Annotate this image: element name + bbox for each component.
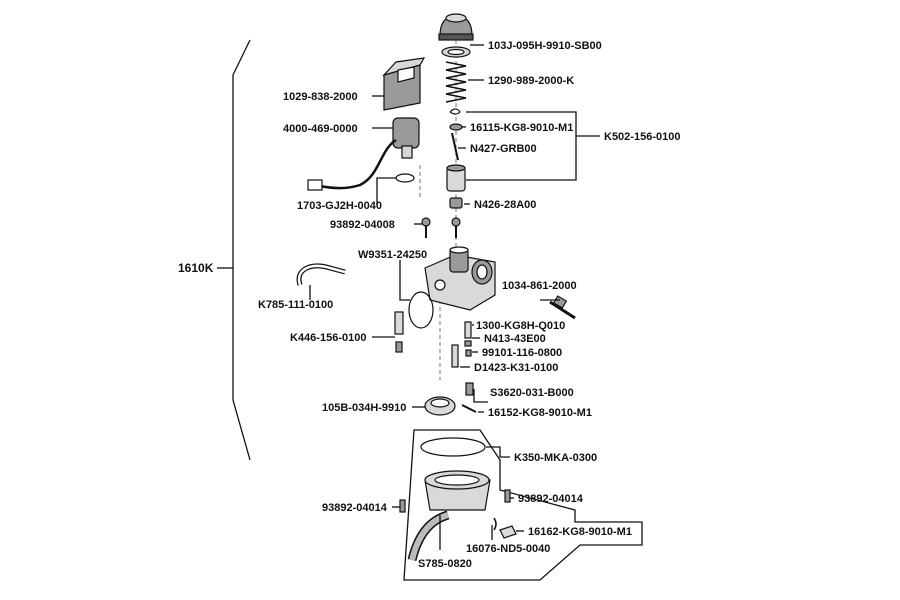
label-idle-screw: 1034-861-2000 xyxy=(502,280,577,292)
label-needle-jet: 1300-KG8H-Q010 xyxy=(476,320,565,332)
label-o-ring: 1703-GJ2H-0040 xyxy=(297,200,382,212)
label-main-jet: 99101-116-0800 xyxy=(482,347,562,359)
label-float-pin: 16152-KG8-9010-M1 xyxy=(488,407,592,419)
float-part xyxy=(424,396,456,416)
label-screw-right: 93892-04014 xyxy=(518,493,584,505)
washer-part xyxy=(449,123,463,131)
label-slide-nut: N426-28A00 xyxy=(474,199,536,211)
assembly-label: 1610K xyxy=(178,261,214,275)
jet-needle-part xyxy=(451,132,459,161)
label-drain-screw: 16162-KG8-9010-M1 xyxy=(528,526,632,538)
clip-part xyxy=(449,108,461,115)
label-screw-left: 93892-04014 xyxy=(322,502,388,514)
label-auto-choke: 4000-469-0000 xyxy=(283,123,358,135)
label-drain-clip: 16076-ND5-0040 xyxy=(466,543,550,555)
label-mixture-kit: K446-156-0100 xyxy=(290,332,366,344)
label-needle-kit: K502-156-0100 xyxy=(604,131,680,143)
float-pin-part xyxy=(461,404,477,413)
throttle-slide-part xyxy=(446,164,466,192)
choke-cover-part xyxy=(382,57,426,111)
float-bowl-group-outline xyxy=(403,429,643,581)
mixture-screw-part xyxy=(394,311,404,353)
jets-part xyxy=(451,321,472,368)
drain-clip-part xyxy=(493,517,497,531)
slide-nut-part xyxy=(449,197,463,209)
label-drain-tube: S785-0820 xyxy=(418,558,472,570)
idle-screw-part xyxy=(549,295,576,320)
label-jet-needle: N427-GRB00 xyxy=(470,143,537,155)
label-clip: 16115-KG8-9010-M1 xyxy=(470,122,573,134)
drain-screw-part xyxy=(499,525,517,539)
assembly-bracket xyxy=(217,39,251,461)
alignment-guides xyxy=(419,40,457,380)
label-main-jet-holder: N413-43E00 xyxy=(484,333,546,345)
label-top-cap: 103J-095H-9910-SB00 xyxy=(488,40,602,52)
label-choke-cover: 1029-838-2000 xyxy=(283,91,358,103)
label-spring: 1290-989-2000-K xyxy=(488,75,574,87)
float-pin-screw-part xyxy=(465,382,474,396)
bowl-gasket-part xyxy=(420,437,486,457)
label-screw-top: 93892-04008 xyxy=(330,219,395,231)
label-float-pin-screw: S3620-031-B000 xyxy=(490,387,574,399)
top-cap-part xyxy=(438,13,474,58)
label-gasket-bowl: K350-MKA-0300 xyxy=(514,452,597,464)
auto-choke-part xyxy=(307,117,420,191)
label-hose: K785-111-0100 xyxy=(258,299,333,311)
label-gasket-body: W9351-24250 xyxy=(358,249,427,261)
label-float: 105B-034H-9910 xyxy=(322,402,406,414)
bowl-screw-right-part xyxy=(504,489,511,503)
mount-screws-part xyxy=(421,217,461,238)
label-slow-jet: D1423-K31-0100 xyxy=(474,362,558,374)
needle-kit-bracket xyxy=(466,111,577,181)
body-gasket-part xyxy=(408,291,434,329)
leader-lines xyxy=(309,44,560,550)
float-bowl-part xyxy=(424,470,491,511)
carburetor-body-part xyxy=(424,246,496,311)
bowl-screw-left-part xyxy=(399,499,406,513)
o-ring-part xyxy=(395,173,415,183)
spring-part xyxy=(445,61,467,103)
